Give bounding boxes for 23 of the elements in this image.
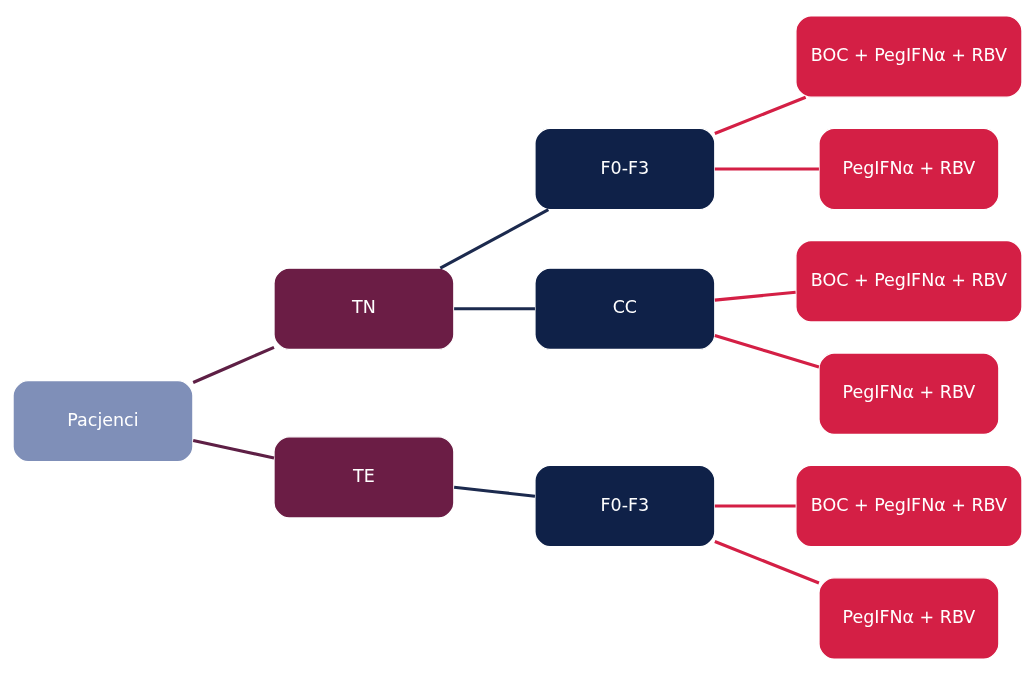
node-box: PegIFNα + RBV — [818, 127, 1000, 211]
node-box: PegIFNα + RBV — [818, 352, 1000, 435]
node-box: Pacjenci — [12, 379, 194, 463]
connector — [714, 167, 819, 171]
connector — [192, 438, 275, 460]
connector — [453, 485, 536, 498]
node-box: TE — [273, 436, 455, 519]
node-box: BOC + PegIFNα + RBV — [795, 240, 1023, 323]
node-box: BOC + PegIFNα + RBV — [795, 15, 1023, 98]
node-box: BOC + PegIFNα + RBV — [795, 464, 1023, 548]
connector — [714, 334, 820, 369]
node-box: TN — [273, 267, 455, 350]
connector — [714, 95, 807, 135]
connector — [192, 345, 275, 384]
node-box: F0-F3 — [534, 127, 716, 211]
node-box: CC — [534, 267, 716, 350]
connector — [454, 307, 535, 311]
connector — [714, 290, 796, 302]
connector — [714, 504, 796, 508]
node-box: F0-F3 — [534, 464, 716, 548]
connector — [439, 208, 550, 270]
node-box: PegIFNα + RBV — [818, 577, 1000, 660]
connector — [714, 540, 820, 585]
